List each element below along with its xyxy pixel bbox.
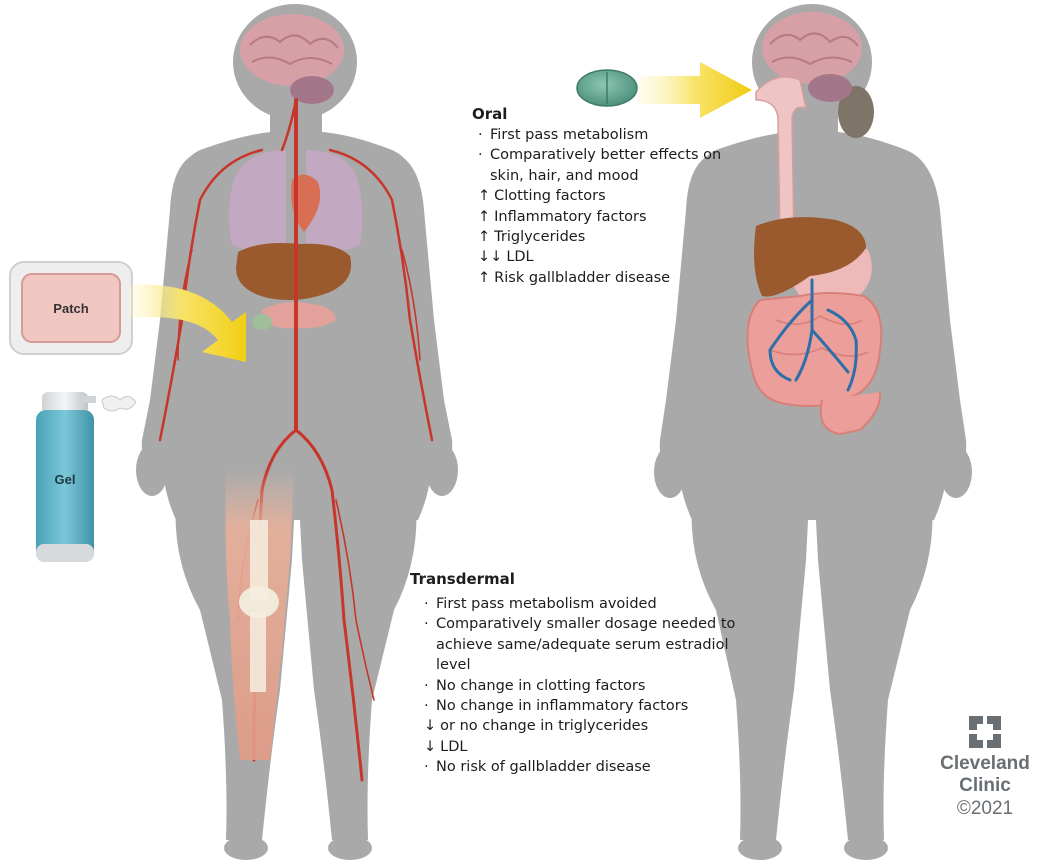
oral-heading: Oral: [472, 105, 722, 123]
transdermal-heading: Transdermal: [410, 570, 740, 588]
transdermal-list: ·First pass metabolism avoided ·Comparat…: [424, 594, 740, 778]
list-item: ↑Risk gallbladder disease: [478, 268, 722, 288]
list-item: ·No change in inflammatory factors: [424, 696, 740, 716]
oral-list: ·First pass metabolism ·Comparatively be…: [478, 125, 722, 288]
list-item: ↓↓LDL: [478, 247, 722, 267]
cleveland-clinic-logo: Cleveland Clinic ©2021: [930, 715, 1040, 821]
list-item: ↑Clotting factors: [478, 186, 722, 206]
logo-line-1: Cleveland: [930, 753, 1040, 775]
list-item: ·No risk of gallbladder disease: [424, 757, 740, 777]
gel-label: Gel: [55, 472, 76, 487]
oral-section: Oral ·First pass metabolism ·Comparative…: [472, 105, 722, 288]
patch-label: Patch: [53, 301, 88, 316]
list-item: ↓or no change in triglycerides: [424, 716, 740, 736]
list-item: ·Comparatively smaller dosage needed to …: [424, 614, 740, 675]
list-item: ↑Inflammatory factors: [478, 207, 722, 227]
list-item: ↓LDL: [424, 737, 740, 757]
logo-line-2: Clinic: [930, 775, 1040, 797]
list-item: ·First pass metabolism avoided: [424, 594, 740, 614]
list-item: ↑Triglycerides: [478, 227, 722, 247]
list-item: ·Comparatively better effects on skin, h…: [478, 145, 722, 186]
list-item: ·No change in clotting factors: [424, 676, 740, 696]
transdermal-section: Transdermal ·First pass metabolism avoid…: [410, 570, 740, 778]
copyright: ©2021: [930, 797, 1040, 821]
list-item: ·First pass metabolism: [478, 125, 722, 145]
gel-canister: [36, 392, 136, 562]
clinic-cross-icon: [968, 715, 1002, 749]
